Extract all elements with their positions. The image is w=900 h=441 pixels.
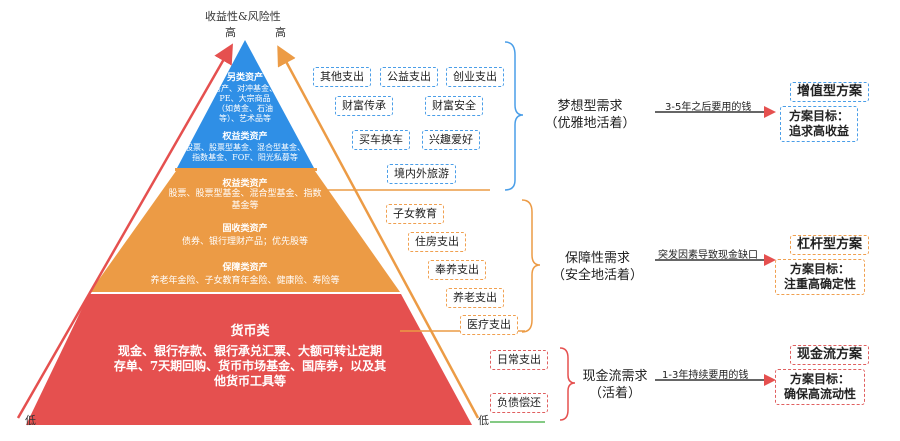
high-left-label: 高 [225,26,236,39]
equity-mid-desc: 股票、股票型基金、混合型基金、指数基金等 [168,189,322,211]
item-other-expense: 其他支出 [313,67,371,87]
item-pension: 养老支出 [446,288,504,308]
insurance-desc: 养老年金险、子女教育年金险、健康险、寿险等 [150,276,340,286]
low-left-label: 低 [25,414,36,427]
brace-cash [559,347,576,421]
cash-assets-desc: 现金、银行存款、银行承兑汇票、大额可转让定期存单、7天期回购、货币市场基金、国库… [113,344,387,388]
dream-note: 3-5年之后要用的钱 [665,102,752,113]
security-need-label: 保障性需求（安全地活着） [551,251,643,283]
item-hobby: 兴趣爱好 [422,130,480,150]
item-education: 子女教育 [386,204,444,224]
plan-growth: 增值型方案 [790,82,870,102]
pyramid-middle-layer [90,171,400,292]
plan-leverage: 杠杆型方案 [790,235,870,255]
cash-assets-title: 货币类 [230,324,270,339]
red-arrow [16,43,233,419]
brace-security [521,199,541,333]
item-wealth-safety: 财富安全 [425,96,483,116]
item-housing: 住房支出 [408,232,466,252]
fixed-income-title: 固收类资产 [222,224,268,234]
cash-need-label: 现金流需求（活着） [582,369,648,401]
low-right-label: 低 [478,414,489,427]
insurance-title: 保障类资产 [222,263,268,273]
equity-mid-title: 权益类资产 [222,179,268,189]
orange-arrow [277,45,480,419]
divider [175,168,317,171]
axis-title: 收益性&风险性 [205,10,281,23]
pyramid-bottom-layer [26,294,472,425]
equity-top-desc: 股票、股票型基金、混合型基金、指数基金、FOF、阳光私募等 [185,143,305,162]
high-right-label: 高 [275,26,286,39]
equity-top-title: 权益类资产 [222,132,268,142]
item-support: 奉养支出 [428,260,486,280]
goal-leverage: 方案目标：注重高确定性 [775,259,866,295]
item-debt: 负债偿还 [490,393,548,413]
item-travel: 境内外旅游 [387,164,456,184]
item-inheritance: 财富传承 [335,96,393,116]
item-medical: 医疗支出 [460,315,518,335]
dream-need-label: 梦想型需求（优雅地活着） [544,99,636,131]
alt-assets-title: 另类资产 [226,73,263,83]
security-note: 突发因素导致现金缺口 [658,250,758,261]
item-car: 买车换车 [352,130,410,150]
item-startup: 创业支出 [446,67,504,87]
fixed-income-desc: 债券、银行理财产品；优先股等 [181,237,308,247]
goal-cashflow: 方案目标：确保高流动性 [775,369,866,405]
brace-dream [504,41,524,191]
pyramid-top-layer [177,40,314,168]
item-charity: 公益支出 [380,67,438,87]
alt-assets-desc: 房产、对冲基金、PE、大宗商品（如黄金、石油等）、艺术品等 [213,84,277,123]
goal-growth: 方案目标：追求高收益 [780,106,859,142]
item-daily: 日常支出 [490,350,548,370]
cash-note: 1-3年持续要用的钱 [662,370,749,381]
plan-cashflow: 现金流方案 [790,345,870,365]
